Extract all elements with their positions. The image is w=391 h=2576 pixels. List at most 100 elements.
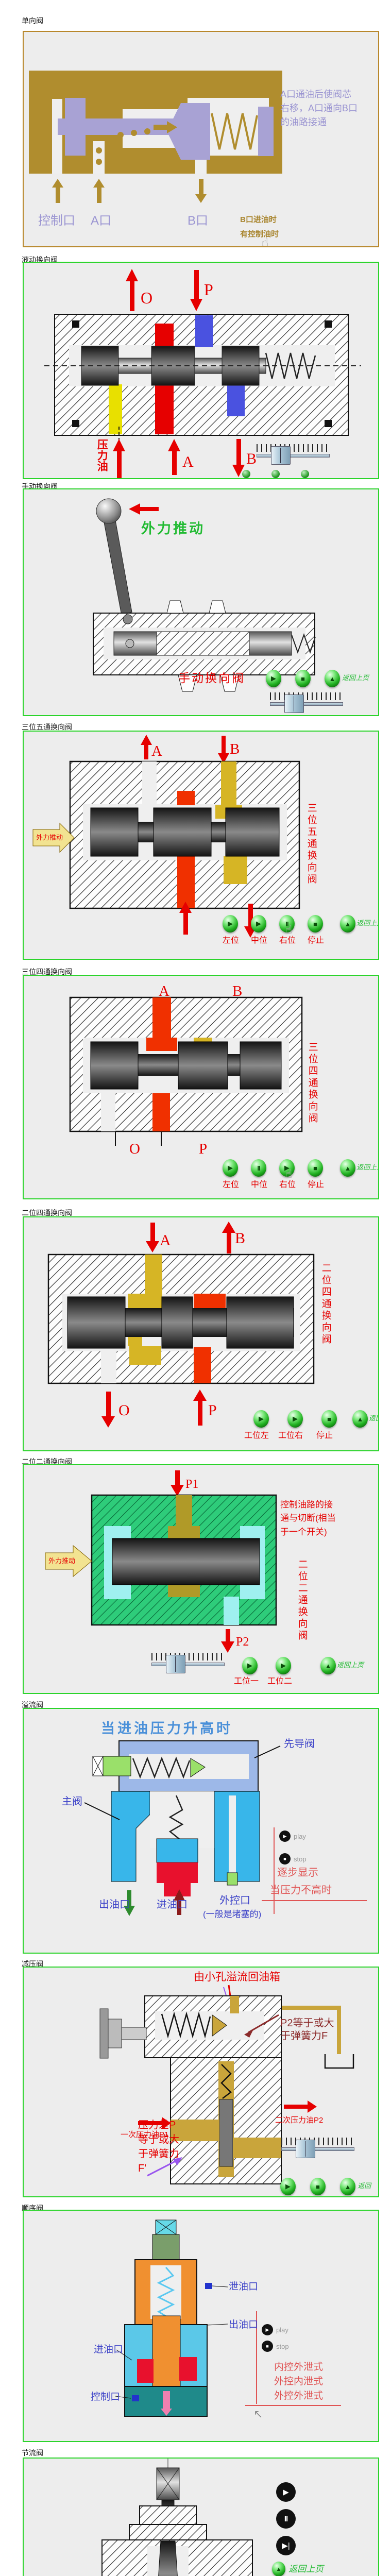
hand-cursor-icon: ☝ [262,236,269,247]
inlet-label: 进油口 [94,2344,124,2355]
back-link[interactable]: 返回 [369,1414,378,1422]
left-pos-button[interactable]: ▶ [223,915,238,933]
stop-button[interactable]: ■ [310,2178,326,2195]
push-force-label: 外力推动 [141,521,205,536]
hand-cursor-icon: ☝ [285,923,293,936]
play-button[interactable]: ▶ [266,670,281,687]
port-b: B [230,741,240,757]
panel-throttle-valve: 出油 进油 ▶ II ▶| ▲ 返回上页 1 [23,2458,379,2576]
hand-cursor-icon: ☝ [285,1167,293,1180]
slider-knob[interactable] [296,2140,315,2158]
back-button[interactable]: ▲ [325,670,340,687]
pilot-valve-diagram [44,269,361,478]
mode-link-1[interactable]: 内控外泄式 [274,2362,324,2372]
pos-1-button[interactable]: ▶ [242,1657,258,1674]
play-button[interactable]: ▶ [279,1831,291,1842]
back-button[interactable]: ▲ [340,1159,355,1177]
section-title-reducing-valve: 减压阀 [22,1960,43,1968]
slider-knob[interactable] [284,694,304,713]
link-b-inlet[interactable]: B口进油时 [240,215,277,224]
drain-port-label: 泄油口 [229,2281,259,2292]
right-pos-button[interactable]: II [279,915,295,933]
slider-knob[interactable] [166,1655,185,1673]
speed-slider[interactable] [270,692,343,715]
back-button[interactable]: ▲ [320,1657,336,1674]
section-title-throttle-valve: 节流阀 [22,2449,43,2457]
back-link[interactable]: 返回上页 [288,2564,324,2574]
p2-spring-note: P2等于或大于弹簧力F [280,2018,334,2042]
back-button[interactable]: ▲ [340,915,355,933]
port-label-a: A口 [91,214,112,228]
up-icon: ▲ [344,920,351,928]
pos-left-button[interactable]: ▶ [253,1410,269,1428]
stop-pos-button[interactable]: ■ [308,915,323,933]
back-link[interactable]: 返回上页 [356,1163,378,1171]
stop-button[interactable]: ■ [279,1853,291,1865]
link-control-oil[interactable]: 有控制油时 [240,230,279,239]
mode-link-3[interactable]: 外控外泄式 [274,2391,324,2401]
check-valve-diagram [29,71,282,203]
back-link[interactable]: 返回上页 [337,1661,364,1669]
button-dot-3[interactable] [301,470,309,478]
stop-button[interactable]: ■ [295,670,311,687]
next-button[interactable]: ▶| [276,2536,296,2555]
speed-slider[interactable] [151,1653,225,1676]
port-p: P [199,1141,208,1157]
play-icon: ▶ [283,1833,287,1839]
port-o: O [141,289,153,307]
back-link[interactable]: 返回上页 [356,919,378,927]
back-link[interactable]: 返回 [358,2182,371,2190]
panel-reducing-valve: 由小孔溢流回油箱 P2等于或大于弹簧力F 一次压力油P1 二次压力油P2 压力差… [23,1967,379,2197]
play-button[interactable]: ▶ [262,2324,273,2335]
button-dot-2[interactable] [271,470,280,478]
button-dot-1[interactable] [242,470,250,478]
arrow-cursor-icon: ↖ [253,2408,263,2420]
side-caption: 二位四通换向阀 [320,1263,331,1346]
pilot-valve-label: 先导阀 [284,1738,315,1750]
low-pressure-link[interactable]: 当压力不高时 [270,1885,332,1896]
valve-3pos5way-diagram [32,735,300,938]
panel-manual-valve: 外力推动 手动换向阀 ▶ ■ ▲ 返回上页 [23,488,379,716]
mid-pos-button[interactable]: ▶ [251,915,266,933]
port-a: A [151,743,162,759]
section-title-2pos-4way: 二位四通换向阀 [22,1209,72,1217]
pos-2-button[interactable]: ▶ [276,1657,291,1674]
up-icon: ▲ [329,674,336,683]
back-link[interactable]: 返回上页 [342,674,369,682]
mid-pos-button[interactable]: II [251,1159,266,1177]
play-button[interactable]: ▶ [276,2482,296,2502]
right-pos-button[interactable]: ▶ [279,1159,295,1177]
port-a: A [160,1232,171,1249]
next-icon: ▶| [282,2541,290,2550]
up-icon: ▲ [325,1662,332,1670]
play-label: play [276,2326,288,2334]
play-icon: ▶ [293,1415,298,1422]
outlet-label: 出油口 [229,2319,259,2330]
mode-link-2[interactable]: 外控内泄式 [274,2376,324,2387]
stop-button[interactable]: ■ [262,2341,273,2352]
btn-label-stop: 停止 [308,936,325,945]
pos-right-button[interactable]: ▶ [287,1410,303,1428]
up-icon: ▲ [344,1164,351,1172]
back-button[interactable]: ▲ [272,2562,285,2576]
back-button[interactable]: ▲ [352,1410,368,1428]
play-icon: ▶ [228,920,233,927]
slider-knob[interactable] [271,446,291,465]
valve-2pos2way-diagram [45,1470,277,1653]
stop-icon: ■ [327,1415,331,1423]
section-title-relief-valve: 溢流阀 [22,1701,43,1709]
panel-3pos-5way: A B 外力推动 三位五通换向阀 ▶ ▶ II ■ ▲ 返回上页 ☝ 左位 中位… [23,731,379,960]
play-button[interactable]: ▶ [280,2178,296,2195]
speed-slider[interactable] [257,444,330,468]
pause-button[interactable]: II [276,2509,296,2529]
left-pos-button[interactable]: ▶ [223,1159,238,1177]
speed-slider[interactable] [281,2138,354,2161]
port-b: B [232,983,243,999]
stop-pos-button[interactable]: ■ [308,1159,323,1177]
back-button[interactable]: ▲ [340,2178,355,2195]
step-display-link[interactable]: 逐步显示 [277,1867,318,1878]
sequence-valve-diagram [115,2219,341,2417]
main-valve-label: 主阀 [62,1796,82,1807]
stop-button[interactable]: ■ [321,1410,337,1428]
